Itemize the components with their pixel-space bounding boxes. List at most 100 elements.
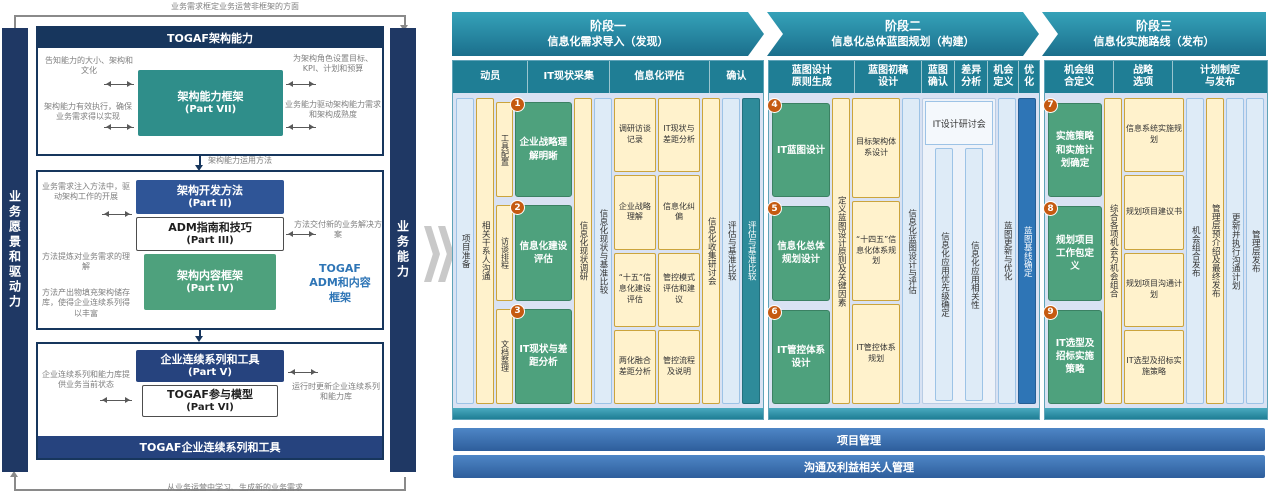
phase3-footer-strip	[1045, 408, 1267, 419]
output-box: 调研访谈记录	[613, 98, 656, 173]
continuum-tools-box: 企业连续系列和工具 (Part V)	[136, 350, 284, 382]
phase1-footer-strip	[453, 408, 763, 419]
phase2-output-stack: 目标架构体系设计 “十四五”信息化体系规划 IT管控体系规划	[852, 98, 901, 404]
capability-arrow-left-bottom	[104, 124, 134, 130]
strip-stakeholder-comm: 相关干系人沟通	[476, 98, 494, 404]
business-capability-label: 业务能力	[395, 220, 410, 280]
business-capability-bar: 业务能力	[390, 28, 416, 472]
green-task-box: 3 IT现状与差距分析	[510, 303, 572, 404]
phase1-body: 项目准备 相关干系人沟通 工具配置 1 企业战略理解明晰 访谈排程	[453, 93, 763, 408]
strip-management-release: 管理层发布	[1246, 98, 1264, 404]
task-label: 规划项目工作包定义	[1055, 234, 1094, 273]
continuum-footer-band: TOGAF企业连续系列和工具	[38, 436, 382, 458]
adm-guide-box: ADM指南和技巧 (Part III)	[136, 217, 284, 251]
phase2-footer-strip	[769, 408, 1039, 419]
capability-note-bottom-left: 架构能力有效执行，确保业务需求得以实现	[44, 102, 132, 122]
phase2-group-principles: 蓝图设计 原则生成	[769, 61, 856, 93]
phase1-panel: 动员 IT现状采集 信息化评估 确认 项目准备 相关干系人沟通 工具配置 1 企…	[452, 60, 764, 420]
task-row: 工具配置 1 企业战略理解明晰	[496, 97, 572, 198]
phase-banners: 阶段一 信息化需求导入（发现） 阶段二 信息化总体蓝图规划（构建） 阶段三 信息…	[452, 12, 1266, 56]
task-label: 企业战略理解明晰	[519, 137, 568, 162]
architecture-capability-header: TOGAF架构能力	[38, 28, 382, 48]
task-row: 访谈排程 2 信息化建设评估	[496, 200, 572, 301]
output-box: 信息系统实施规划	[1124, 98, 1184, 173]
green-task-box: 9 IT选型及招标实施策略	[1043, 304, 1102, 404]
workshop-substrips: 信息化应用优先级确定 信息化应用相关性	[925, 148, 993, 401]
phase2-subheader: 蓝图设计 原则生成 蓝图初稿 设计 蓝图 确认 差异 分析 机会 定义 优化	[769, 61, 1039, 93]
strip-app-relevance: 信息化应用相关性	[965, 148, 984, 401]
phase3-body: 7 实施策略和实施计划确定 8 规划项目工作包定义 9 IT选型及招标实施策略 …	[1043, 93, 1267, 408]
phase2-task-stack: 4 IT蓝图设计 5 信息化总体规划设计 6 IT管控体系设计	[767, 98, 830, 404]
output-box: 两化融合差距分析	[613, 329, 656, 404]
capability-to-adm-arrowhead	[195, 165, 203, 171]
adm-note-left-1: 业务需求注入方法中，驱动架构工作的开展	[42, 182, 130, 202]
adm-method-title: 架构开发方法	[177, 183, 243, 197]
phase2-group-gap: 差异 分析	[955, 61, 989, 93]
strip-comm-plan: 更新并执行沟通计划	[1226, 98, 1244, 404]
phase2-banner: 阶段二 信息化总体蓝图规划（构建）	[767, 12, 1039, 56]
capability-note-top-right: 为架构角色设置目标、KPI、计划和预算	[293, 54, 373, 74]
capability-framework-box: 架构能力框架 (Part VII)	[138, 70, 283, 136]
continuum-arrow-right	[288, 369, 318, 375]
task-label: IT选型及招标实施策略	[1055, 337, 1095, 376]
participation-model-part: (Part VI)	[186, 401, 234, 413]
bottom-loop-line	[14, 489, 406, 491]
adm-guide-title: ADM指南和技巧	[168, 220, 252, 234]
adm-note-right-1: 方法交付新的业务解决方案	[294, 220, 382, 240]
adm-method-part: (Part II)	[188, 197, 232, 209]
adm-arrow-right	[286, 231, 316, 237]
strip-status-survey: 信息化现状调研	[573, 98, 592, 404]
strip-info-workshop: 信息化收集研讨会	[702, 98, 721, 404]
green-task-box: 2 信息化建设评估	[510, 200, 572, 301]
task-number-badge: 5	[767, 201, 782, 217]
phase-panels: 动员 IT现状采集 信息化评估 确认 项目准备 相关干系人沟通 工具配置 1 企…	[452, 60, 1268, 420]
bottom-loop-note: 从业务运营中学习、生成新的业务需求	[167, 483, 303, 492]
task-number-badge: 3	[510, 303, 525, 319]
output-box: “十四五”信息化体系规划	[852, 201, 901, 301]
phase3-task-stack: 7 实施策略和实施计划确定 8 规划项目工作包定义 9 IT选型及招标实施策略	[1043, 98, 1102, 404]
green-task-box: 4 IT蓝图设计	[767, 98, 830, 198]
phase3-panel: 机会组 合定义 战略 选项 计划制定 与发布 7 实施策略和实施计划确定 8 规…	[1043, 60, 1268, 420]
phase2-group-confirm: 蓝图 确认	[922, 61, 956, 93]
participation-model-box: TOGAF参与模型 (Part VI)	[142, 385, 278, 417]
architecture-content-title: 架构内容框架	[177, 268, 243, 282]
task-label: IT蓝图设计	[776, 144, 825, 156]
phase1-group-assess: 信息化评估	[610, 61, 710, 93]
phase3-subtitle: 信息化实施路线（发布）	[1093, 34, 1215, 48]
continuum-arrow-left	[100, 397, 132, 403]
strip-combine-opportunities: 综合各项机会为机会组合	[1104, 98, 1122, 404]
task-label: 信息化总体规划设计	[777, 241, 825, 266]
architecture-content-part: (Part IV)	[186, 282, 234, 294]
adm-to-continuum-line	[199, 330, 201, 338]
continuum-note-left: 企业连续系列和能力库提供业务当前状态	[42, 370, 130, 390]
phase1-output-stack-1: 调研访谈记录 企业战略理解 “十五”信息化建设评估 两化融合差距分析	[613, 98, 656, 404]
green-task-box: 8 规划项目工作包定义	[1043, 201, 1102, 301]
task-row: 文档整理 3 IT现状与差距分析	[496, 303, 572, 404]
phase2-panel: 蓝图设计 原则生成 蓝图初稿 设计 蓝图 确认 差异 分析 机会 定义 优化 4…	[767, 60, 1040, 420]
capability-note-top-left: 告知能力的大小、架构和文化	[45, 56, 133, 76]
enterprise-continuum-box: 企业连续系列和工具 (Part V) TOGAF参与模型 (Part VI) 企…	[36, 342, 384, 460]
continuum-tools-title: 企业连续系列和工具	[160, 352, 260, 366]
task-number-badge: 8	[1043, 201, 1058, 217]
phase1-group-collect: IT现状采集	[528, 61, 611, 93]
capability-arrow-right-bottom	[286, 124, 316, 130]
phase1-subtitle: 信息化需求导入（发现）	[547, 34, 669, 48]
task-label: 信息化建设评估	[519, 240, 568, 265]
bottom-loop-arrowhead	[10, 471, 18, 477]
phase2-group-optimize: 优化	[1024, 65, 1035, 88]
phase2-group-opportunity: 机会 定义	[988, 61, 1020, 93]
top-loop-stub-left	[14, 15, 16, 28]
phase3-group-strategy: 战略 选项	[1114, 61, 1173, 93]
task-number-badge: 4	[767, 98, 782, 113]
strip-interview-schedule: 访谈排程	[496, 205, 513, 301]
bottom-loop-stub-right	[404, 477, 406, 490]
strip-design-principles: 定义蓝图设计原则及关键因素	[832, 98, 850, 404]
capability-framework-part: (Part VII)	[184, 103, 237, 115]
output-box: 企业战略理解	[613, 175, 656, 250]
phase1-output-stack-2: IT现状与差距分析 信息化纠偏 管控模式评估和建议 管控流程及说明	[657, 98, 701, 404]
phase1-group-mobilize: 动员	[453, 61, 529, 93]
output-box: 管控流程及说明	[657, 329, 701, 404]
architecture-capability-box: TOGAF架构能力 架构能力框架 (Part VII) 告知能力的大小、架构和文…	[36, 26, 384, 156]
adm-to-continuum-arrowhead	[195, 336, 203, 342]
